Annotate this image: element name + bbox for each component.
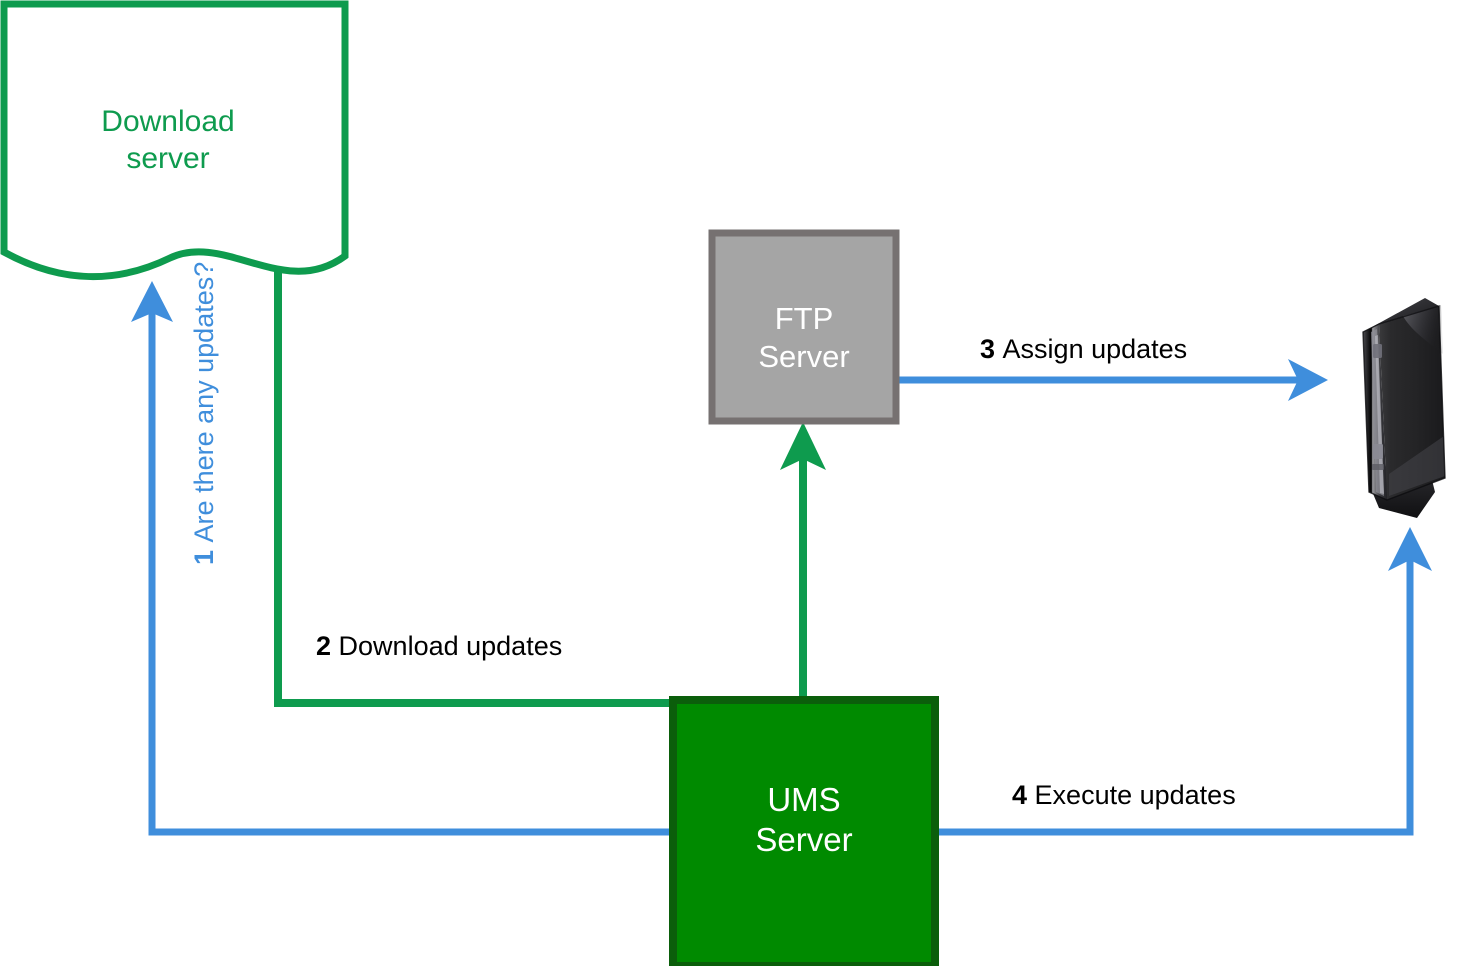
edge-1-line bbox=[148, 300, 673, 836]
node-ftp-server[interactable] bbox=[708, 229, 900, 425]
edge-4-execute-updates bbox=[935, 527, 1432, 836]
edge-1-are-there-any-updates bbox=[131, 281, 673, 836]
edge-2-line bbox=[274, 258, 676, 707]
edge-1-arrowhead bbox=[131, 281, 173, 322]
ums-server-shape[interactable] bbox=[669, 696, 939, 966]
edge-3-arrowhead bbox=[1288, 359, 1328, 401]
node-thin-client[interactable] bbox=[1355, 296, 1451, 522]
node-ums-server[interactable] bbox=[669, 696, 939, 966]
ftp-server-shape[interactable] bbox=[708, 229, 900, 425]
node-download-server[interactable] bbox=[0, 0, 349, 281]
download-server-shape[interactable] bbox=[0, 0, 349, 281]
thin-client-device-icon bbox=[1362, 298, 1446, 518]
edge-upload-ums-to-ftp bbox=[780, 422, 826, 700]
edge-2-download-updates bbox=[274, 258, 676, 707]
edge-upload-arrowhead bbox=[780, 422, 826, 470]
edge-3-assign-updates bbox=[897, 359, 1328, 401]
edge-4-arrowhead bbox=[1388, 527, 1432, 571]
edge-4-line bbox=[935, 553, 1414, 836]
